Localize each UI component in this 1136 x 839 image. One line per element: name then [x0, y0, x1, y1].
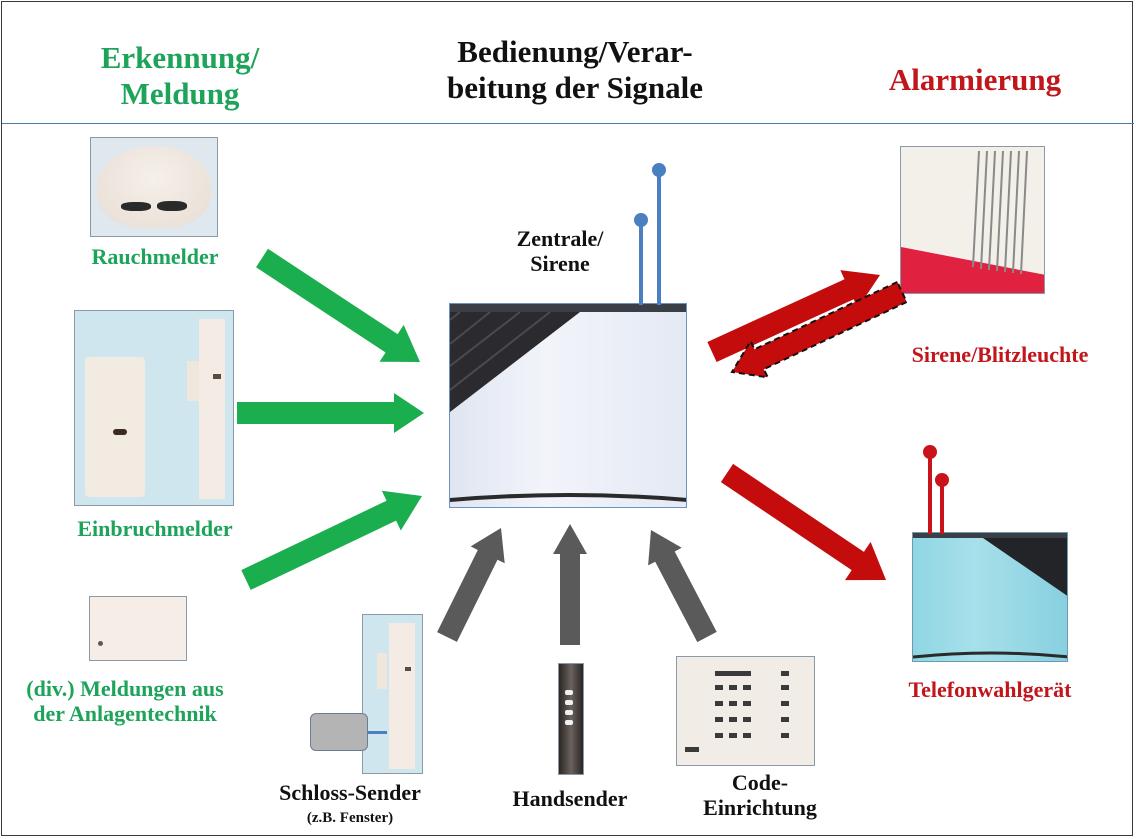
- header-alarm: Alarmierung: [888, 62, 1062, 97]
- technical-signal-label-line1: (div.) Meldungen aus: [26, 676, 224, 701]
- code-unit-label-line2: Einrichtung: [703, 795, 817, 821]
- lock-sender-label: Schloss-Sender: [279, 780, 421, 805]
- smoke-detector-image: [90, 137, 218, 237]
- central-unit-label-line1: Zentrale/: [516, 226, 604, 251]
- code-unit-label-line1: Code-: [731, 770, 789, 795]
- intrusion-detector-image: [74, 310, 234, 506]
- phone-dialer-image: [912, 532, 1068, 662]
- smoke-detector-label: Rauchmelder: [91, 244, 219, 269]
- central-unit-image: [449, 303, 687, 508]
- header-processing-line2: beitung der Signale: [446, 69, 704, 105]
- intrusion-detector-label: Einbruchmelder: [77, 516, 233, 541]
- technical-signal-label-line2: der Anlagentechnik: [33, 701, 217, 727]
- lock-sender-image: [362, 614, 423, 774]
- central-unit-label: Zentrale/ Sirene: [490, 226, 630, 277]
- header-detection-line1: Erkennung/: [100, 40, 260, 75]
- header-divider: [2, 123, 1134, 124]
- header-detection-line2: Meldung: [120, 75, 240, 111]
- phone-dialer-label: Telefonwahlgerät: [908, 677, 1072, 702]
- central-unit-label-line2: Sirene: [530, 251, 590, 277]
- technical-signal-image: [89, 596, 187, 661]
- hand-sender-image: [558, 663, 584, 775]
- code-unit-image: [676, 656, 815, 766]
- hand-sender-label: Handsender: [512, 786, 628, 811]
- siren-flash-image: [900, 146, 1045, 294]
- header-processing-line1: Bedienung/Verar-: [457, 34, 693, 69]
- header-processing: Bedienung/Verar- beitung der Signale: [420, 34, 730, 105]
- lock-sender-connector: [368, 731, 387, 734]
- siren-flash-label: Sirene/Blitzleuchte: [911, 342, 1089, 367]
- lock-sender-module: [310, 713, 368, 751]
- header-detection: Erkennung/ Meldung: [60, 40, 300, 111]
- lock-sender-sublabel: (z.B. Fenster): [306, 810, 394, 826]
- technical-signal-label: (div.) Meldungen aus der Anlagentechnik: [0, 676, 250, 727]
- code-unit-label: Code- Einrichtung: [680, 770, 840, 821]
